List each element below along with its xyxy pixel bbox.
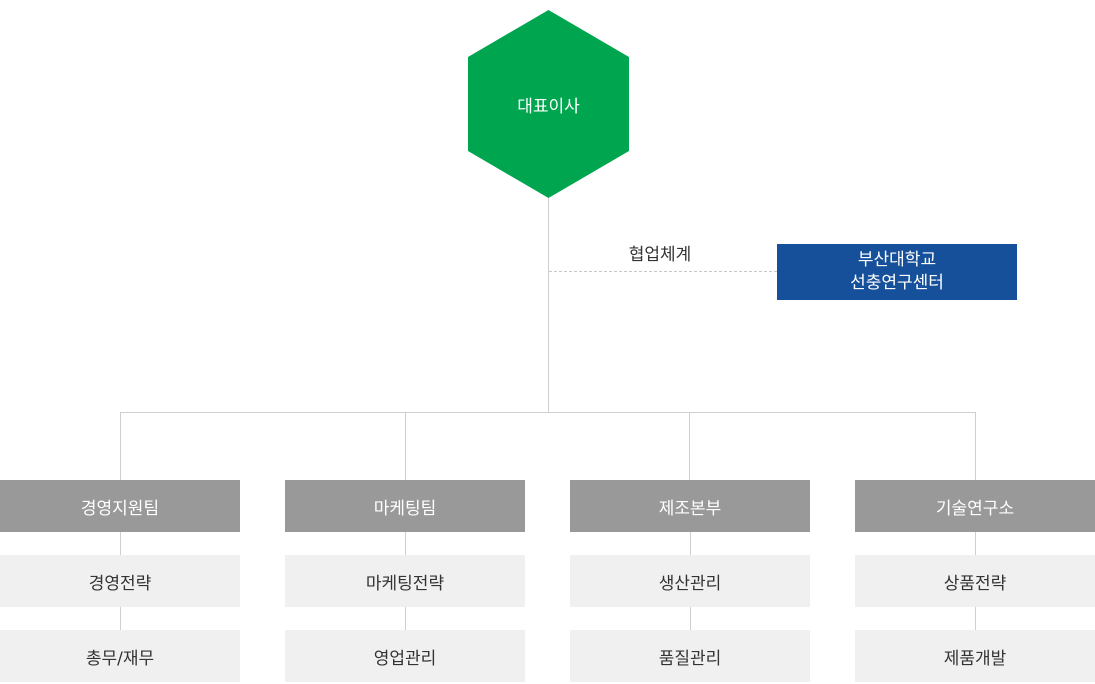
department-drop-2 (405, 412, 406, 480)
sub-connector (690, 532, 691, 555)
cooperation-dashed-connector (549, 271, 777, 272)
department-head: 기술연구소 (855, 480, 1095, 532)
sub-unit-label: 마케팅전략 (365, 573, 445, 594)
sub-unit: 품질관리 (570, 630, 810, 682)
sub-connector (405, 607, 406, 630)
department-head: 제조본부 (570, 480, 810, 532)
department-name: 마케팅팀 (373, 498, 437, 519)
sub-unit-label: 총무/재무 (85, 648, 155, 669)
department-column-3: 제조본부 생산관리 품질관리 (570, 480, 810, 682)
department-head: 마케팅팀 (285, 480, 525, 532)
department-name: 제조본부 (658, 498, 722, 519)
sub-unit: 상품전략 (855, 555, 1095, 607)
sub-unit-label: 경영전략 (88, 573, 152, 594)
sub-connector (120, 532, 121, 555)
ceo-node: 대표이사 (468, 10, 629, 198)
department-column-1: 경영지원팀 경영전략 총무/재무 (0, 480, 240, 682)
sub-connector (975, 532, 976, 555)
sub-unit: 생산관리 (570, 555, 810, 607)
sub-unit: 총무/재무 (0, 630, 240, 682)
partner-line-1: 부산대학교 (857, 250, 937, 270)
department-drop-3 (689, 412, 690, 480)
sub-connector (120, 607, 121, 630)
sub-connector (690, 607, 691, 630)
sub-unit-label: 품질관리 (658, 648, 722, 669)
sub-unit-label: 제품개발 (943, 648, 1007, 669)
department-drop-4 (975, 412, 976, 480)
ceo-vertical-connector (548, 198, 549, 412)
sub-unit-label: 상품전략 (943, 573, 1007, 594)
sub-unit-label: 생산관리 (658, 573, 722, 594)
department-drop-1 (120, 412, 121, 480)
sub-unit: 마케팅전략 (285, 555, 525, 607)
sub-unit: 영업관리 (285, 630, 525, 682)
department-column-2: 마케팅팀 마케팅전략 영업관리 (285, 480, 525, 682)
department-column-4: 기술연구소 상품전략 제품개발 (855, 480, 1095, 682)
partner-line-2: 선충연구센터 (850, 273, 944, 293)
cooperation-label: 협업체계 (628, 245, 692, 265)
sub-connector (405, 532, 406, 555)
sub-connector (975, 607, 976, 630)
sub-unit: 경영전략 (0, 555, 240, 607)
department-head: 경영지원팀 (0, 480, 240, 532)
sub-unit-label: 영업관리 (373, 648, 437, 669)
department-name: 기술연구소 (935, 498, 1015, 519)
partner-node: 부산대학교 선충연구센터 (777, 244, 1017, 300)
department-name: 경영지원팀 (80, 498, 160, 519)
sub-unit: 제품개발 (855, 630, 1095, 682)
department-horizontal-connector (120, 412, 976, 413)
ceo-label: 대표이사 (517, 96, 580, 117)
